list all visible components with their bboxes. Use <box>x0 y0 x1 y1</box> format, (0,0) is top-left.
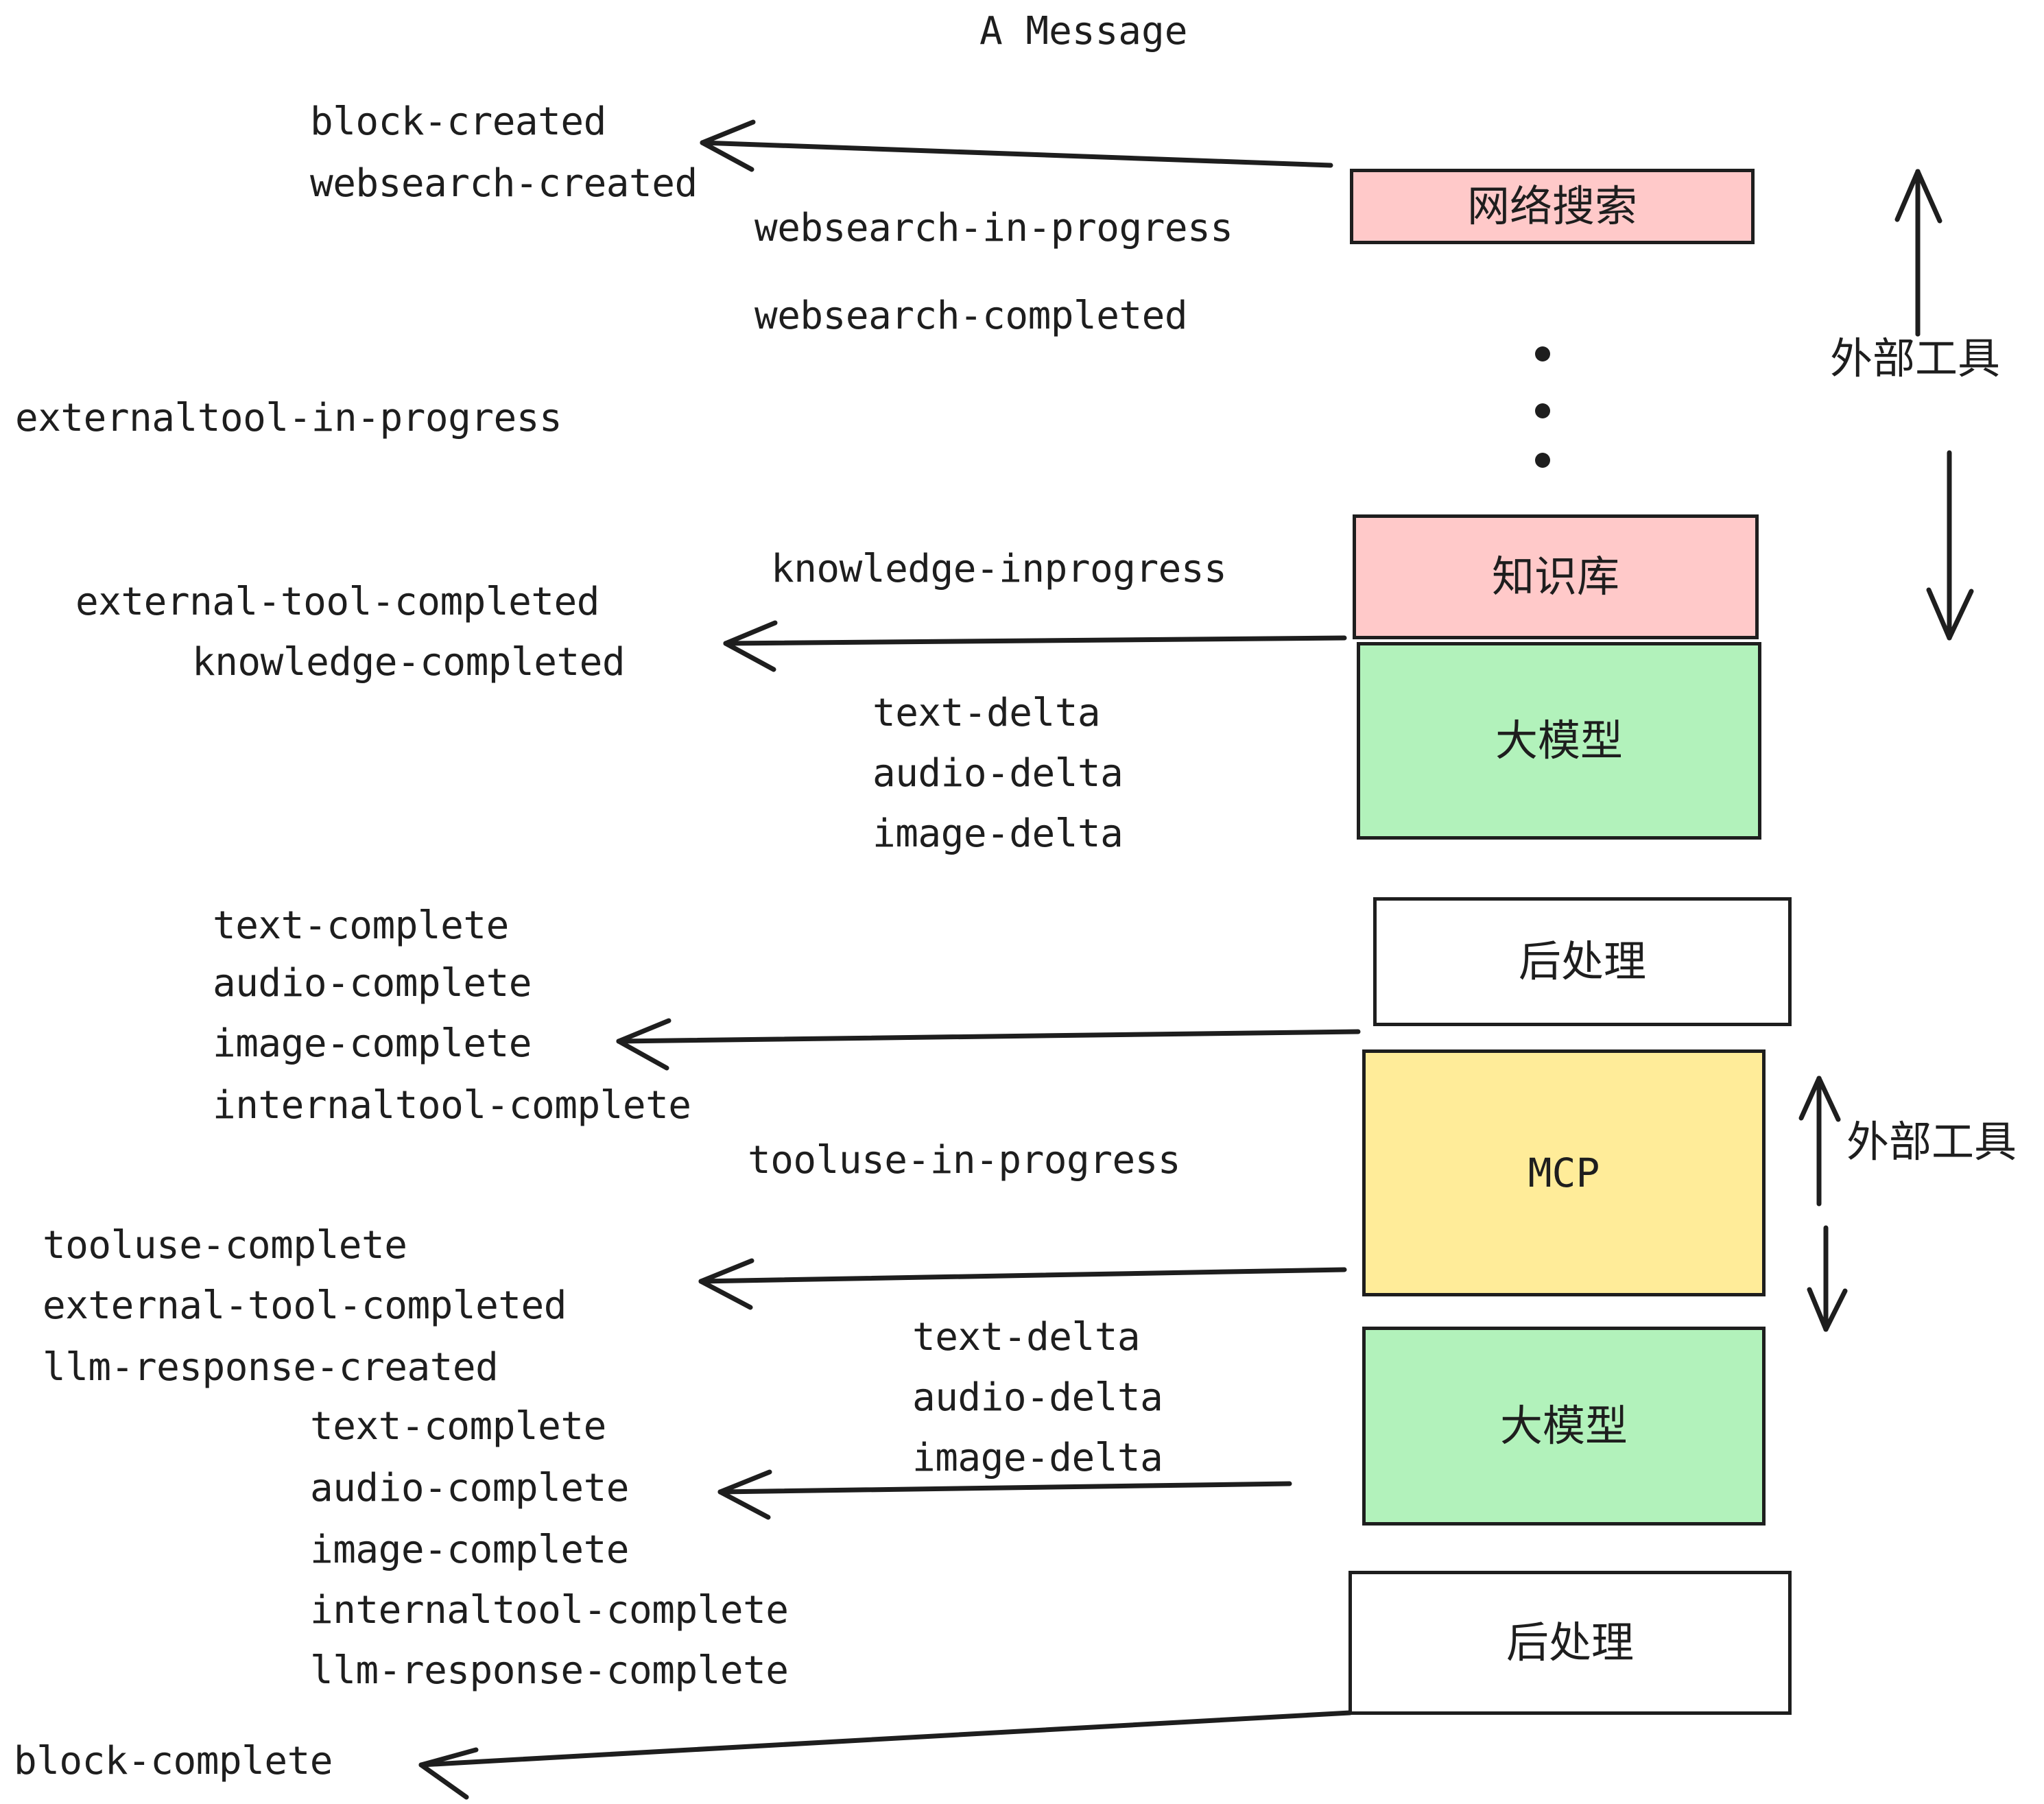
page-title: A Message <box>979 9 1188 54</box>
node-postprocess-1-label: 后处理 <box>1518 936 1646 986</box>
event-websearch-in-progress: websearch-in-progress <box>754 206 1233 250</box>
event-externaltool-in-progress: externaltool-in-progress <box>15 396 562 440</box>
event-text-delta-2: text-delta <box>912 1315 1141 1360</box>
external-tools-note-bottom: 外部工具 <box>1846 1117 2017 1167</box>
external-tools-arrow-top <box>1894 169 1942 337</box>
event-llm-response-created: llm-response-created <box>43 1345 499 1390</box>
event-tooluse-complete: tooluse-complete <box>43 1223 407 1268</box>
event-block-complete: block-complete <box>14 1739 333 1783</box>
node-mcp-label: MCP <box>1528 1150 1600 1196</box>
node-llm-1[interactable]: 大模型 <box>1357 642 1761 840</box>
node-llm-1-label: 大模型 <box>1495 715 1623 765</box>
event-audio-complete-2: audio-complete <box>310 1466 630 1510</box>
arrow-mcp-to-events <box>698 1258 1347 1310</box>
event-internaltool-complete-2: internaltool-complete <box>310 1588 789 1633</box>
event-external-tool-completed-1: external-tool-completed <box>75 580 599 624</box>
event-text-delta-1: text-delta <box>872 691 1101 735</box>
arrow-postprocess1-to-events <box>616 1018 1361 1071</box>
event-block-created: block-created <box>310 99 606 144</box>
event-websearch-completed: websearch-completed <box>754 294 1188 338</box>
event-audio-delta-2: audio-delta <box>912 1375 1163 1420</box>
external-tools-note-top: 外部工具 <box>1830 333 2001 383</box>
event-knowledge-inprogress: knowledge-inprogress <box>771 547 1227 591</box>
ellipsis-dot-1 <box>1535 346 1550 361</box>
ellipsis-dot-3 <box>1535 453 1550 468</box>
node-websearch-label: 网络搜索 <box>1466 181 1637 231</box>
event-tooluse-in-progress: tooluse-in-progress <box>748 1138 1181 1183</box>
node-postprocess-2[interactable]: 后处理 <box>1348 1571 1792 1715</box>
node-llm-2[interactable]: 大模型 <box>1362 1327 1766 1526</box>
event-audio-delta-1: audio-delta <box>872 751 1124 796</box>
event-llm-response-complete: llm-response-complete <box>310 1648 789 1693</box>
event-image-delta-1: image-delta <box>872 811 1124 856</box>
node-mcp[interactable]: MCP <box>1362 1049 1766 1296</box>
node-llm-2-label: 大模型 <box>1499 1401 1628 1451</box>
node-knowledge[interactable]: 知识库 <box>1353 514 1759 639</box>
external-tools-arrow-top-down <box>1926 450 1974 641</box>
event-text-complete-2: text-complete <box>310 1404 606 1449</box>
node-knowledge-label: 知识库 <box>1491 551 1619 602</box>
event-external-tool-completed-2: external-tool-completed <box>43 1283 567 1328</box>
node-postprocess-1[interactable]: 后处理 <box>1373 897 1792 1026</box>
ellipsis-dot-2 <box>1535 403 1550 418</box>
event-audio-complete-1: audio-complete <box>213 961 532 1006</box>
event-knowledge-completed: knowledge-completed <box>192 640 626 685</box>
event-image-complete-1: image-complete <box>213 1021 532 1066</box>
event-internaltool-complete-1: internaltool-complete <box>213 1083 691 1128</box>
event-image-complete-2: image-complete <box>310 1528 630 1572</box>
arrow-websearch-to-events <box>700 119 1333 172</box>
arrow-knowledge-to-events <box>723 620 1347 672</box>
event-text-complete-1: text-complete <box>213 903 509 948</box>
external-tools-arrow-bottom-up <box>1798 1076 1841 1207</box>
event-websearch-created: websearch-created <box>310 161 698 206</box>
arrow-postprocess2-to-block-complete <box>418 1710 1353 1800</box>
node-postprocess-2-label: 后处理 <box>1506 1617 1634 1667</box>
node-websearch[interactable]: 网络搜索 <box>1350 169 1755 244</box>
event-image-delta-2: image-delta <box>912 1436 1163 1480</box>
external-tools-arrow-bottom-down <box>1807 1225 1848 1332</box>
